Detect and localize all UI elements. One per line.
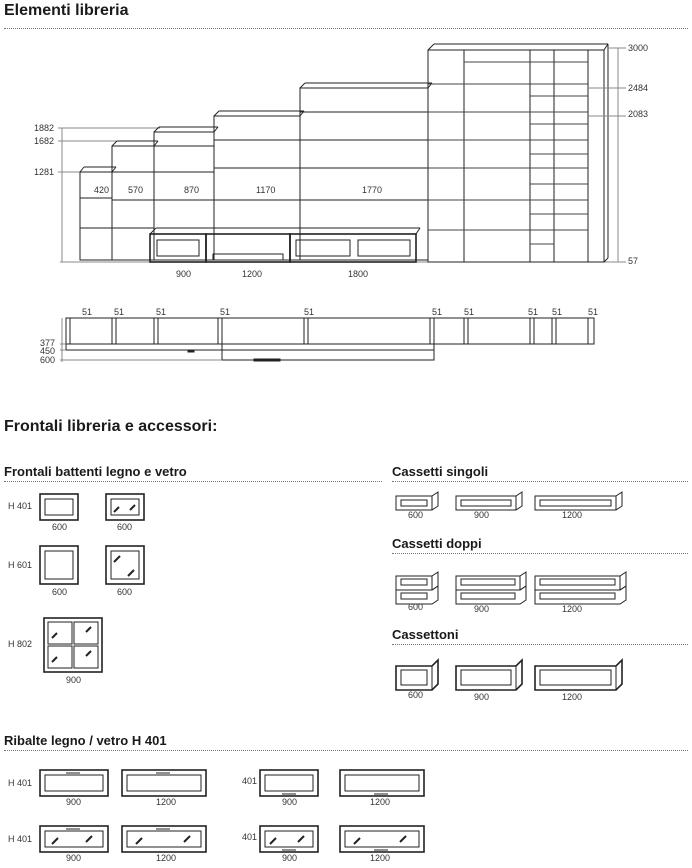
- double-drawer-1200: 1200: [562, 604, 583, 614]
- width-1170: 1170: [256, 185, 276, 195]
- width-570: 570: [128, 185, 144, 195]
- side-51: 51: [114, 307, 125, 317]
- flap-h401-label: H 401: [8, 834, 33, 844]
- section-title-elements: Elementi libreria: [4, 2, 129, 19]
- flap-w900: 900: [66, 853, 82, 863]
- side-51: 51: [156, 307, 167, 317]
- doors-rule: [4, 481, 382, 482]
- base-width-900: 900: [176, 269, 192, 279]
- side-51: 51: [528, 307, 539, 317]
- single-drawer-1200: 1200: [562, 510, 583, 520]
- side-51: 51: [220, 307, 231, 317]
- big-drawer-600: 600: [408, 690, 424, 700]
- width-420: 420: [94, 185, 110, 195]
- heading-double-drawers: Cassetti doppi: [392, 536, 482, 551]
- side-51: 51: [464, 307, 475, 317]
- side-51: 51: [552, 307, 563, 317]
- flap-w900: 900: [282, 853, 298, 863]
- side-51: 51: [432, 307, 443, 317]
- flap-w1200: 1200: [370, 853, 391, 863]
- door-h802-label: H 802: [8, 639, 33, 649]
- single-drawers-rule: [392, 481, 688, 482]
- height-57: 57: [628, 256, 639, 266]
- heading-single-drawers: Cassetti singoli: [392, 464, 489, 479]
- heading-doors: Frontali battenti legno e vetro: [4, 464, 187, 479]
- height-3000: 3000: [628, 43, 649, 53]
- flaps-rule: [4, 750, 688, 751]
- side-51: 51: [82, 307, 93, 317]
- single-drawer-900: 900: [474, 510, 490, 520]
- heading-flaps: Ribalte legno / vetro H 401: [4, 733, 167, 748]
- flap-401-label: 401: [242, 832, 258, 842]
- door-h401-label: H 401: [8, 501, 33, 511]
- big-drawer-1200: 1200: [562, 692, 583, 702]
- section-title-fronts: Frontali libreria e accessori:: [4, 418, 218, 435]
- door-w600: 600: [52, 522, 68, 532]
- door-w600: 600: [52, 587, 68, 597]
- big-drawers-rule: [392, 644, 688, 645]
- depth-450: 450: [40, 346, 56, 356]
- flap-h401-label: H 401: [8, 778, 33, 788]
- big-drawer-900: 900: [474, 692, 490, 702]
- double-drawers-rule: [392, 553, 688, 554]
- side-51: 51: [304, 307, 315, 317]
- flap-401-label: 401: [242, 776, 258, 786]
- single-drawer-600: 600: [408, 510, 424, 520]
- width-870: 870: [184, 185, 200, 195]
- flap-w900: 900: [282, 797, 298, 807]
- height-1882: 1882: [34, 123, 55, 133]
- height-1682: 1682: [34, 136, 55, 146]
- door-w900: 900: [66, 675, 82, 685]
- flap-w1200: 1200: [156, 853, 177, 863]
- title-rule: [4, 28, 688, 29]
- flap-w900: 900: [66, 797, 82, 807]
- height-2083: 2083: [628, 109, 649, 119]
- depth-377: 377: [40, 338, 56, 348]
- door-h601-label: H 601: [8, 560, 33, 570]
- door-w600: 600: [117, 522, 133, 532]
- height-2484: 2484: [628, 83, 649, 93]
- base-width-1800: 1800: [348, 269, 369, 279]
- depth-600: 600: [40, 355, 56, 365]
- door-w600: 600: [117, 587, 133, 597]
- height-1281: 1281: [34, 167, 55, 177]
- double-drawer-900: 900: [474, 604, 490, 614]
- flap-w1200: 1200: [370, 797, 391, 807]
- heading-big-drawers: Cassettoni: [392, 627, 459, 642]
- double-drawer-600: 600: [408, 602, 424, 612]
- side-51: 51: [588, 307, 599, 317]
- base-width-1200: 1200: [242, 269, 263, 279]
- width-1770: 1770: [362, 185, 383, 195]
- flap-w1200: 1200: [156, 797, 177, 807]
